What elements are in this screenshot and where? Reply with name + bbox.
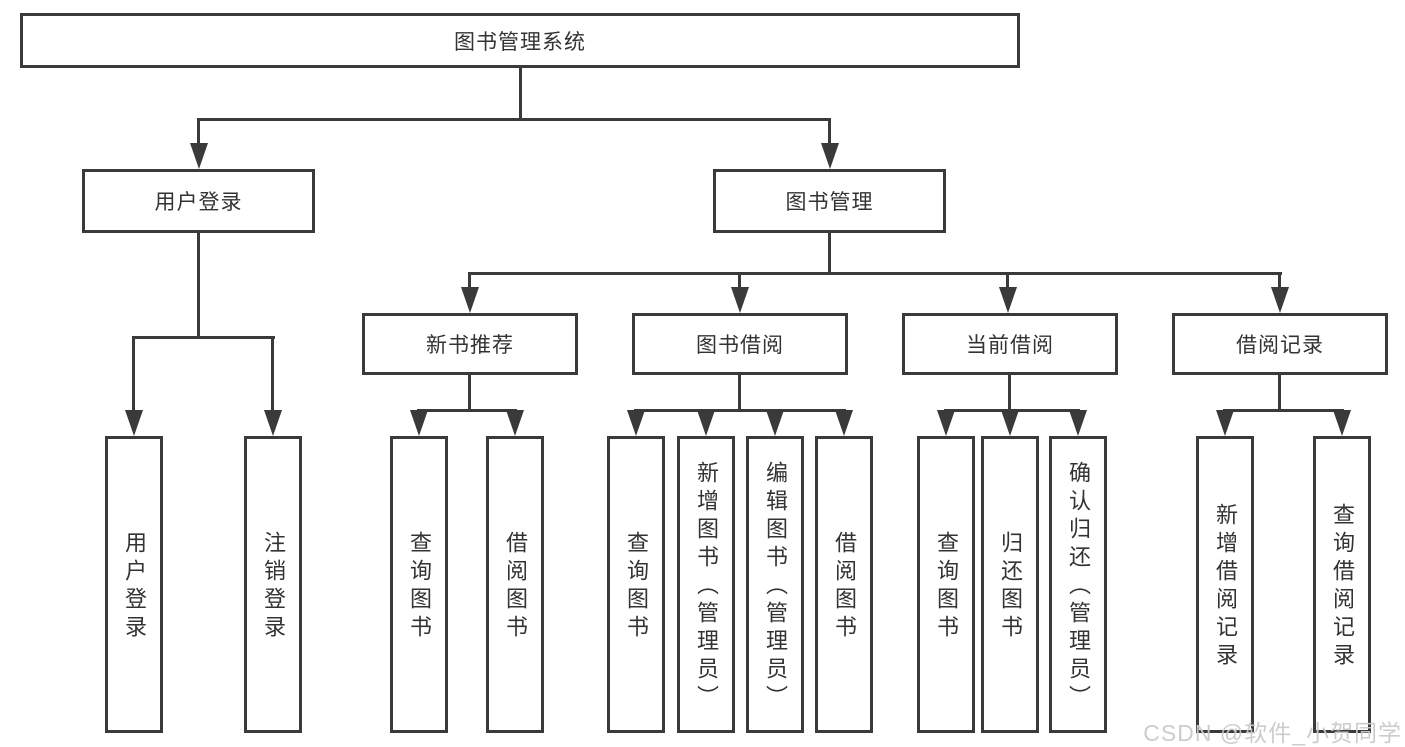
arrow-to-book-management <box>821 143 839 169</box>
branch-line-new-book-recommend <box>468 272 471 290</box>
arrow-to-leaf-query-books-borrow <box>627 410 645 436</box>
node-borrow-records: 借阅记录 <box>1172 313 1388 375</box>
arrow-to-leaf-borrow-books <box>835 410 853 436</box>
borrow-records-stem-line <box>1278 375 1281 409</box>
branch-line-book-borrow <box>738 272 741 290</box>
node-leaf-query-books-recommend: 查询图书 <box>390 436 448 733</box>
branch-line-leaf-logout <box>271 336 274 414</box>
node-new-book-recommend: 新书推荐 <box>362 313 578 375</box>
node-leaf-edit-book-admin: 编辑图书（管理员） <box>746 436 804 733</box>
node-book-borrow: 图书借阅 <box>632 313 848 375</box>
book-management-hline <box>468 272 1282 275</box>
user-login-stem-line <box>197 233 200 336</box>
branch-line-user-login <box>197 118 200 148</box>
node-leaf-borrow-books: 借阅图书 <box>815 436 873 733</box>
arrow-to-book-borrow <box>731 287 749 313</box>
user-login-hline <box>132 336 275 339</box>
node-leaf-return-books: 归还图书 <box>981 436 1039 733</box>
arrow-to-leaf-add-borrow-record <box>1216 410 1234 436</box>
book-management-stem-line <box>828 233 831 272</box>
arrow-to-leaf-return-books <box>1001 410 1019 436</box>
node-root: 图书管理系统 <box>20 13 1020 68</box>
csdn-watermark: CSDN @软件_小贺同学 <box>1143 720 1402 746</box>
new-book-recommend-stem-line <box>468 375 471 409</box>
branch-line-borrow-records <box>1278 272 1281 290</box>
arrow-to-leaf-add-book-admin <box>697 410 715 436</box>
arrow-to-leaf-user-login <box>125 410 143 436</box>
new-book-recommend-hline <box>417 409 517 412</box>
node-leaf-user-login: 用户登录 <box>105 436 163 733</box>
arrow-to-leaf-query-books-recommend <box>410 410 428 436</box>
arrow-to-leaf-confirm-return-admin <box>1069 410 1087 436</box>
node-leaf-logout: 注销登录 <box>244 436 302 733</box>
node-book-management: 图书管理 <box>713 169 946 233</box>
node-leaf-add-borrow-record: 新增借阅记录 <box>1196 436 1254 733</box>
branch-line-leaf-user-login <box>132 336 135 414</box>
arrow-to-leaf-borrow-books-recommend <box>506 410 524 436</box>
node-leaf-borrow-books-recommend: 借阅图书 <box>486 436 544 733</box>
book-borrow-stem-line <box>738 375 741 409</box>
arrow-to-leaf-query-books-current <box>937 410 955 436</box>
node-leaf-confirm-return-admin: 确认归还（管理员） <box>1049 436 1107 733</box>
arrow-to-current-borrow <box>999 287 1017 313</box>
arrow-to-borrow-records <box>1271 287 1289 313</box>
arrow-to-user-login <box>190 143 208 169</box>
branch-line-book-management <box>828 118 831 148</box>
node-leaf-add-book-admin: 新增图书（管理员） <box>677 436 735 733</box>
node-leaf-query-borrow-record: 查询借阅记录 <box>1313 436 1371 733</box>
arrow-to-leaf-logout <box>264 410 282 436</box>
arrow-to-leaf-query-borrow-record <box>1333 410 1351 436</box>
arrow-to-new-book-recommend <box>461 287 479 313</box>
current-borrow-stem-line <box>1008 375 1011 409</box>
arrow-to-leaf-edit-book-admin <box>766 410 784 436</box>
borrow-records-hline <box>1223 409 1344 412</box>
book-borrow-hline <box>634 409 846 412</box>
branch-line-current-borrow <box>1006 272 1009 290</box>
node-user-login: 用户登录 <box>82 169 315 233</box>
node-current-borrow: 当前借阅 <box>902 313 1118 375</box>
node-leaf-query-books-borrow: 查询图书 <box>607 436 665 733</box>
node-leaf-query-books-current: 查询图书 <box>917 436 975 733</box>
root-hline <box>197 118 831 121</box>
root-stem-line <box>519 68 522 118</box>
